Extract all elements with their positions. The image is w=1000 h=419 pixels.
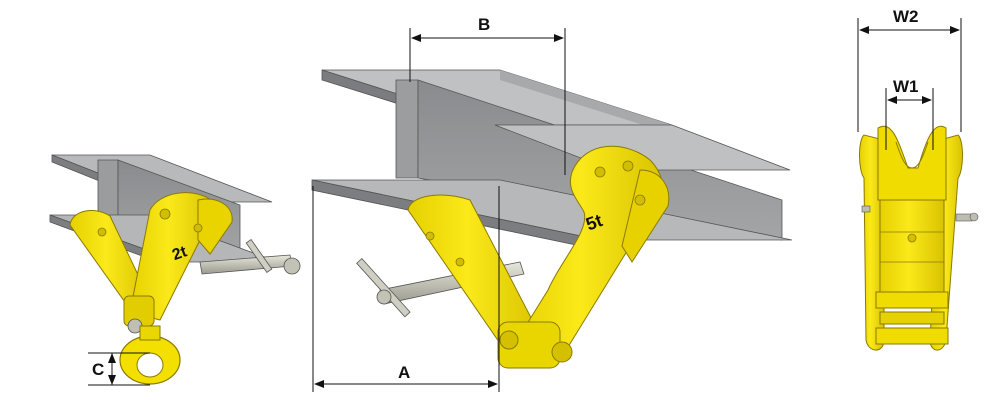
small-clamp-body-icon (69, 192, 233, 385)
i-beam-large-icon (311, 69, 793, 251)
small-clamp-screw-icon (199, 238, 301, 275)
large-clamp-capacity-label: 5t (583, 210, 605, 234)
dimension-w1-label: W1 (893, 77, 919, 96)
dimension-w1: W1 (885, 77, 934, 150)
front-view-assembly: W2 W1 (857, 7, 979, 351)
beam-clamp-front-view-icon (859, 125, 979, 351)
large-beam-clamp-assembly: 5t A B (311, 15, 793, 392)
dimension-b-label: B (478, 15, 490, 34)
dimension-c: C (88, 352, 150, 386)
dimension-b: B (409, 15, 566, 175)
dimension-w2: W2 (857, 7, 962, 132)
small-beam-clamp-assembly: 2t C (49, 154, 301, 386)
dimension-a-label: A (398, 363, 410, 382)
small-clamp-capacity-label: 2t (170, 243, 190, 264)
dimension-c-label: C (92, 360, 104, 379)
large-clamp-body-icon (407, 145, 670, 369)
dimension-a: A (312, 186, 500, 392)
dimension-w2-label: W2 (893, 7, 919, 26)
